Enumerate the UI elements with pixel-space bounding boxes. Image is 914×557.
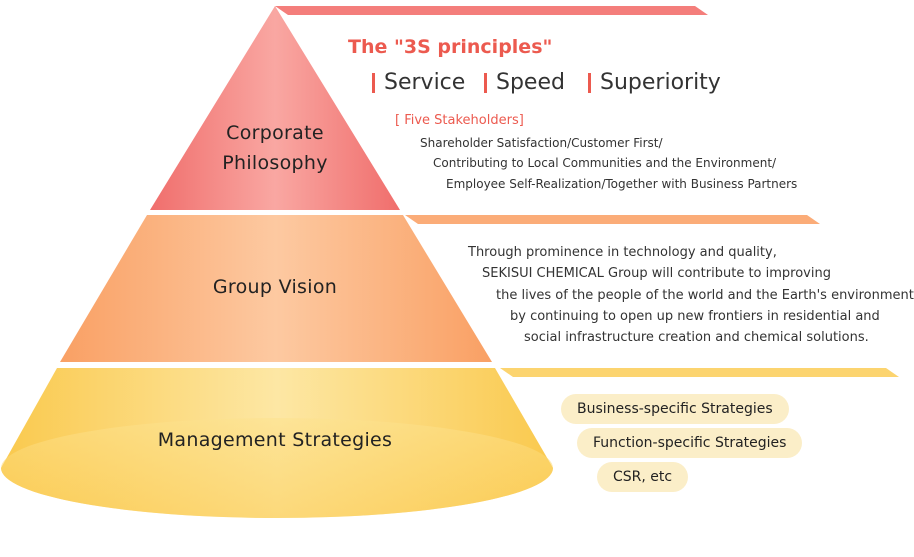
principle-label: Superiority (600, 70, 721, 95)
stakeholder-line: Employee Self-Realization/Together with … (446, 177, 798, 191)
business-strategies-pill: Business-specific Strategies (561, 394, 789, 424)
stakeholder-line: Contributing to Local Communities and th… (433, 156, 777, 170)
accent-bar (372, 72, 375, 93)
vision-line: the lives of the people of the world and… (496, 288, 914, 303)
stakeholder-line: Shareholder Satisfaction/Customer First/ (420, 136, 663, 150)
vision-line: SEKISUI CHEMICAL Group will contribute t… (482, 266, 831, 281)
corporate-philosophy-label: Corporate Philosophy (195, 118, 355, 178)
vision-ribbon (405, 215, 820, 224)
corporate-philosophy-line2: Philosophy (222, 152, 328, 174)
strategies-ribbon (500, 368, 899, 377)
function-strategies-pill: Function-specific Strategies (577, 428, 803, 458)
vision-tier (60, 215, 492, 362)
management-strategies-label: Management Strategies (157, 429, 393, 451)
principle-label: Speed (496, 70, 565, 95)
csr-pill: CSR, etc (597, 462, 689, 492)
group-vision-label: Group Vision (212, 276, 338, 298)
strategies-base (1, 418, 553, 518)
vision-line: by continuing to open up new frontiers i… (510, 309, 880, 324)
stakeholders-title: [ Five Stakeholders] (395, 113, 524, 128)
philosophy-ribbon (275, 6, 708, 15)
vision-line: Through prominence in technology and qua… (468, 245, 777, 260)
accent-bar (588, 72, 591, 93)
accent-bar (484, 72, 487, 93)
principle-label: Service (384, 70, 466, 95)
vision-line: social infrastructure creation and chemi… (524, 330, 869, 345)
principles-title: The "3S principles" (348, 36, 553, 58)
philosophy-tier (150, 6, 400, 210)
corporate-philosophy-line1: Corporate (226, 122, 324, 144)
principle-superiority: Superiority (588, 70, 721, 95)
principle-speed: Speed (484, 70, 565, 95)
principle-service: Service (372, 70, 465, 95)
